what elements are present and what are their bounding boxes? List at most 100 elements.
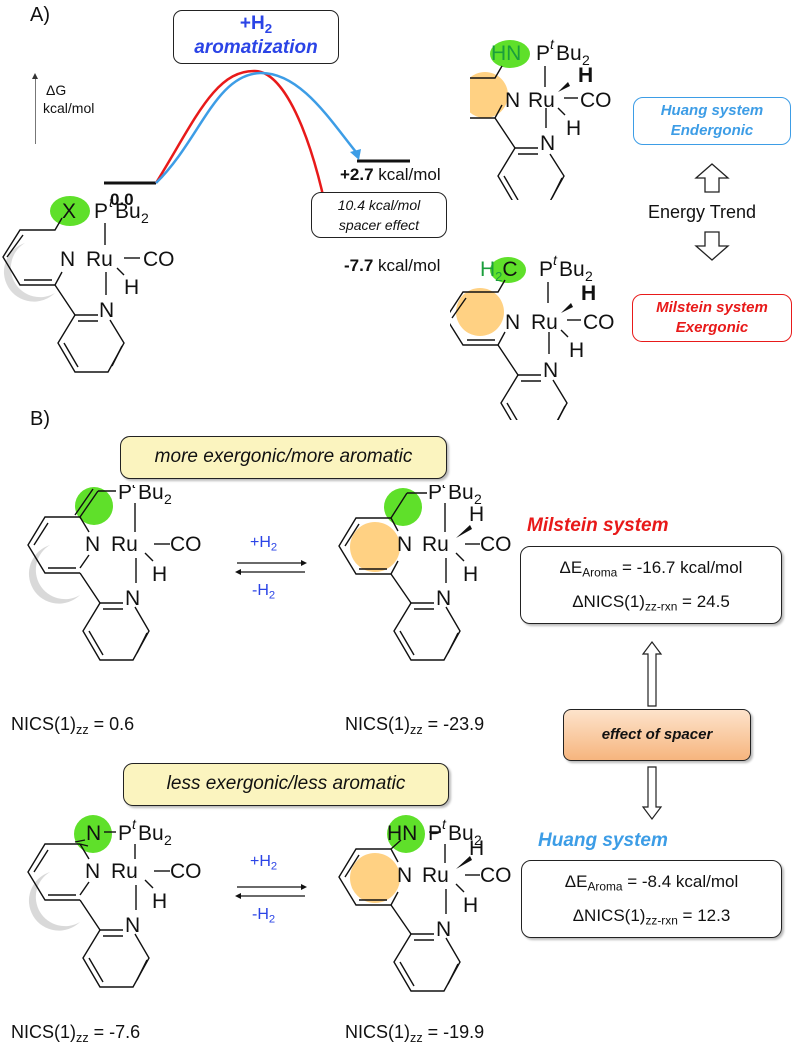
huang-endergonic-box: Huang system Endergonic [633, 97, 791, 145]
huang-arrowhead-icon [350, 149, 361, 160]
svg-text:2: 2 [164, 832, 172, 848]
row2-equilibrium-arrows-icon [235, 884, 307, 899]
svg-text:N: N [505, 89, 520, 112]
spacer-down-arrow-icon [641, 766, 663, 820]
dearomatized-ring-shade [3, 243, 56, 302]
svg-text:H2C: H2C [480, 258, 518, 284]
milstein-system-title: Milstein system [527, 515, 669, 536]
row2-product-molecule: HN P t Bu 2 H N Ru CO H N [338, 815, 512, 992]
level-milstein-label: -7.7 kcal/mol [344, 256, 441, 275]
svg-text:CO: CO [143, 248, 175, 271]
svg-text:CO: CO [480, 864, 512, 887]
svg-text:H: H [152, 890, 167, 913]
svg-text:N: N [60, 248, 75, 271]
svg-text:t: t [109, 194, 114, 210]
svg-text:Ru: Ru [528, 89, 555, 112]
svg-text:N: N [99, 299, 114, 322]
row2-product-nics: NICS(1)zz = -19.9 [345, 1022, 485, 1045]
svg-text:N: N [436, 918, 451, 941]
huang-dnics: ΔNICS(1)zz-rxn = 12.3 [572, 906, 731, 928]
svg-text:t: t [132, 816, 137, 832]
milstein-summary-box: ΔEAroma = -16.7 kcal/mol ΔNICS(1)zz-rxn … [520, 546, 782, 624]
svg-text:2: 2 [582, 52, 590, 68]
svg-text:N: N [397, 533, 412, 556]
svg-text:2: 2 [141, 210, 149, 226]
svg-text:CO: CO [170, 860, 202, 883]
svg-text:N: N [85, 860, 100, 883]
svg-text:Ru: Ru [86, 248, 113, 271]
svg-text:N: N [125, 914, 140, 937]
svg-text:N: N [505, 311, 520, 334]
svg-text:2: 2 [164, 491, 172, 507]
milstein-exergonic-box: Milstein system Exergonic [632, 294, 792, 342]
svg-text:t: t [550, 36, 555, 52]
svg-text:CO: CO [480, 533, 512, 556]
svg-text:H: H [578, 64, 593, 87]
less-exergonic-banner: less exergonic/less aromatic [123, 763, 449, 806]
svg-text:Bu: Bu [556, 42, 582, 65]
svg-text:N: N [85, 533, 100, 556]
effect-of-spacer-box: effect of spacer [563, 709, 751, 761]
svg-text:t: t [553, 252, 558, 268]
spacer-effect-box: 10.4 kcal/mol spacer effect [311, 192, 447, 238]
svg-text:Ru: Ru [111, 860, 138, 883]
svg-text:Bu: Bu [448, 485, 474, 504]
dg-axis-arrow-icon [32, 73, 38, 79]
huang-curve [155, 71, 357, 184]
spacer-highlight [50, 196, 90, 226]
svg-text:H: H [124, 276, 139, 299]
milstein-curve [154, 69, 332, 231]
row1-equilibrium-arrows-icon [235, 560, 307, 575]
row2-reactant-molecule: N P t Bu 2 N Ru CO H N [27, 815, 202, 988]
svg-text:Bu: Bu [115, 200, 141, 223]
row2-reactant-nics: NICS(1)zz = -7.6 [11, 1022, 141, 1045]
svg-text:Ru: Ru [422, 533, 449, 556]
svg-text:Bu: Bu [138, 485, 164, 504]
svg-text:CO: CO [170, 533, 202, 556]
svg-text:t: t [132, 485, 137, 491]
h2-label: +H2 [239, 13, 273, 36]
svg-text:H: H [566, 117, 581, 140]
svg-text:N: N [86, 822, 101, 845]
svg-text:2: 2 [474, 491, 482, 507]
svg-text:H: H [469, 503, 484, 526]
svg-text:HN: HN [491, 42, 521, 65]
svg-text:Ru: Ru [531, 311, 558, 334]
svg-text:CO: CO [583, 311, 615, 334]
svg-text:P: P [539, 258, 553, 281]
svg-text:N: N [125, 587, 140, 610]
svg-text:Ru: Ru [422, 864, 449, 887]
row2-reverse-label: -H2 [252, 906, 276, 926]
svg-text:t: t [442, 816, 447, 832]
svg-text:H: H [463, 894, 478, 917]
milstein-de-aroma: ΔEAroma = -16.7 kcal/mol [559, 558, 743, 580]
aromatization-label: aromatization [194, 37, 318, 58]
svg-text:CO: CO [580, 89, 612, 112]
row1-product-molecule: P t Bu 2 H N Ru CO H N [338, 485, 512, 661]
down-hollow-arrow-icon [694, 231, 730, 261]
svg-text:H: H [463, 563, 478, 586]
panel-b-label: B) [30, 408, 50, 430]
svg-text:N: N [540, 132, 555, 155]
svg-text:P: P [428, 485, 442, 504]
svg-text:P: P [118, 822, 132, 845]
svg-text:H: H [581, 282, 596, 305]
svg-text:H: H [152, 563, 167, 586]
svg-text:HN: HN [387, 822, 417, 845]
dg-axis-symbol: ΔG [46, 82, 67, 98]
dg-axis-line [35, 78, 36, 144]
svg-text:t: t [442, 485, 447, 491]
level-huang-label: +2.7 kcal/mol [340, 165, 441, 184]
row1-reverse-label: -H2 [252, 582, 276, 602]
energy-trend-label: Energy Trend [648, 202, 757, 222]
svg-text:N: N [436, 587, 451, 610]
svg-text:N: N [543, 359, 558, 382]
row1-product-nics: NICS(1)zz = -23.9 [345, 714, 485, 737]
svg-text:Bu: Bu [138, 822, 164, 845]
row1-forward-label: +H2 [250, 534, 278, 554]
row1-reactant-nics: NICS(1)zz = 0.6 [11, 714, 135, 737]
h2-aromatization-box: +H2 aromatization [173, 10, 339, 64]
reactant-molecule: X P t Bu 2 N Ru CO H N [2, 194, 175, 373]
svg-text:P: P [94, 200, 108, 223]
row2-forward-label: +H2 [250, 853, 278, 873]
